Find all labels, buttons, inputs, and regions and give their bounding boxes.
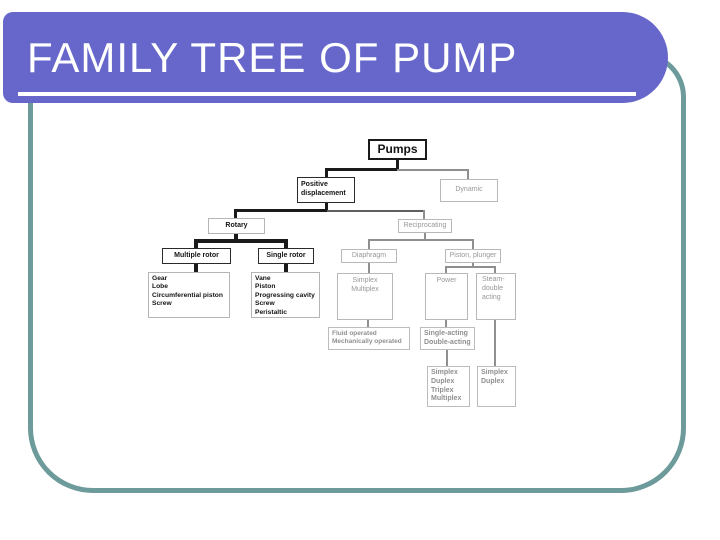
- title-underline: [18, 92, 636, 96]
- connector-to-steam: [494, 266, 496, 274]
- connector-to-piston-plunger: [472, 240, 474, 249]
- node-diaphragm: Diaphragm: [341, 249, 397, 263]
- connector-single-acting-down: [446, 349, 448, 367]
- connector-to-diaphragm: [368, 240, 370, 249]
- connector-to-dynamic: [467, 169, 469, 179]
- slide-title: FAMILY TREE OF PUMP: [27, 34, 518, 81]
- connector-pumps-stem: [396, 159, 399, 170]
- node-piston-plunger: Piston, plunger: [445, 249, 501, 263]
- node-pumps: Pumps: [368, 139, 427, 160]
- connector-to-power: [445, 266, 447, 274]
- connector-piston-plunger-stem: [472, 263, 474, 268]
- connector-diaphragm-down: [368, 263, 370, 273]
- node-reciprocating: Reciprocating: [398, 219, 452, 233]
- connector-to-rotary: [234, 209, 237, 218]
- node-single-rotor: Single rotor: [258, 248, 314, 264]
- connector-to-positive-displacement: [325, 168, 328, 178]
- connector-positive-displacement-stem: [325, 202, 328, 211]
- node-single-rotor-types: Vane Piston Progressing cavity Screw Per…: [251, 272, 320, 318]
- connector-rotary-split: [194, 239, 288, 243]
- connector-to-multiple-rotor: [194, 239, 198, 248]
- node-steam-types: Simplex Duplex: [477, 366, 516, 407]
- connector-to-reciprocating: [423, 210, 425, 219]
- connector-power-down: [445, 320, 447, 328]
- connector-piston-plunger-split: [445, 266, 496, 268]
- node-multiple-rotor: Multiple rotor: [162, 248, 231, 264]
- connector-steam-down: [494, 319, 496, 367]
- connector-top-right: [397, 169, 469, 171]
- node-power: Power: [425, 273, 468, 320]
- node-rotary: Rotary: [208, 218, 265, 234]
- node-positive-displacement: Positive displacement: [297, 177, 355, 203]
- connector-mid-left: [234, 209, 327, 212]
- connector-to-single-rotor: [284, 239, 288, 248]
- connector-mid-right: [327, 210, 425, 212]
- node-multiple-rotor-types: Gear Lobe Circumferential piston Screw: [148, 272, 230, 318]
- node-dynamic: Dynamic: [440, 179, 498, 202]
- connector-single-rotor-list: [284, 263, 288, 272]
- node-fluid-mechanically-operated: Fluid operated Mechanically operated: [328, 327, 410, 350]
- title-bar: FAMILY TREE OF PUMP: [3, 12, 668, 103]
- node-single-double-acting: Single-acting Double-acting: [420, 327, 475, 350]
- connector-top-left: [325, 168, 398, 171]
- node-steam-double-acting: Steam- double acting: [476, 273, 516, 320]
- connector-simplex-multiplex-down: [367, 320, 369, 328]
- connector-multiple-rotor-list: [194, 263, 198, 272]
- node-simplex-multiplex: Simplex Multiplex: [337, 273, 393, 320]
- connector-reciprocating-stem: [424, 233, 426, 240]
- connector-rotary-stem: [234, 233, 238, 241]
- node-power-types: Simplex Duplex Triplex Multiplex: [427, 366, 470, 407]
- connector-reciprocating-split: [368, 239, 474, 241]
